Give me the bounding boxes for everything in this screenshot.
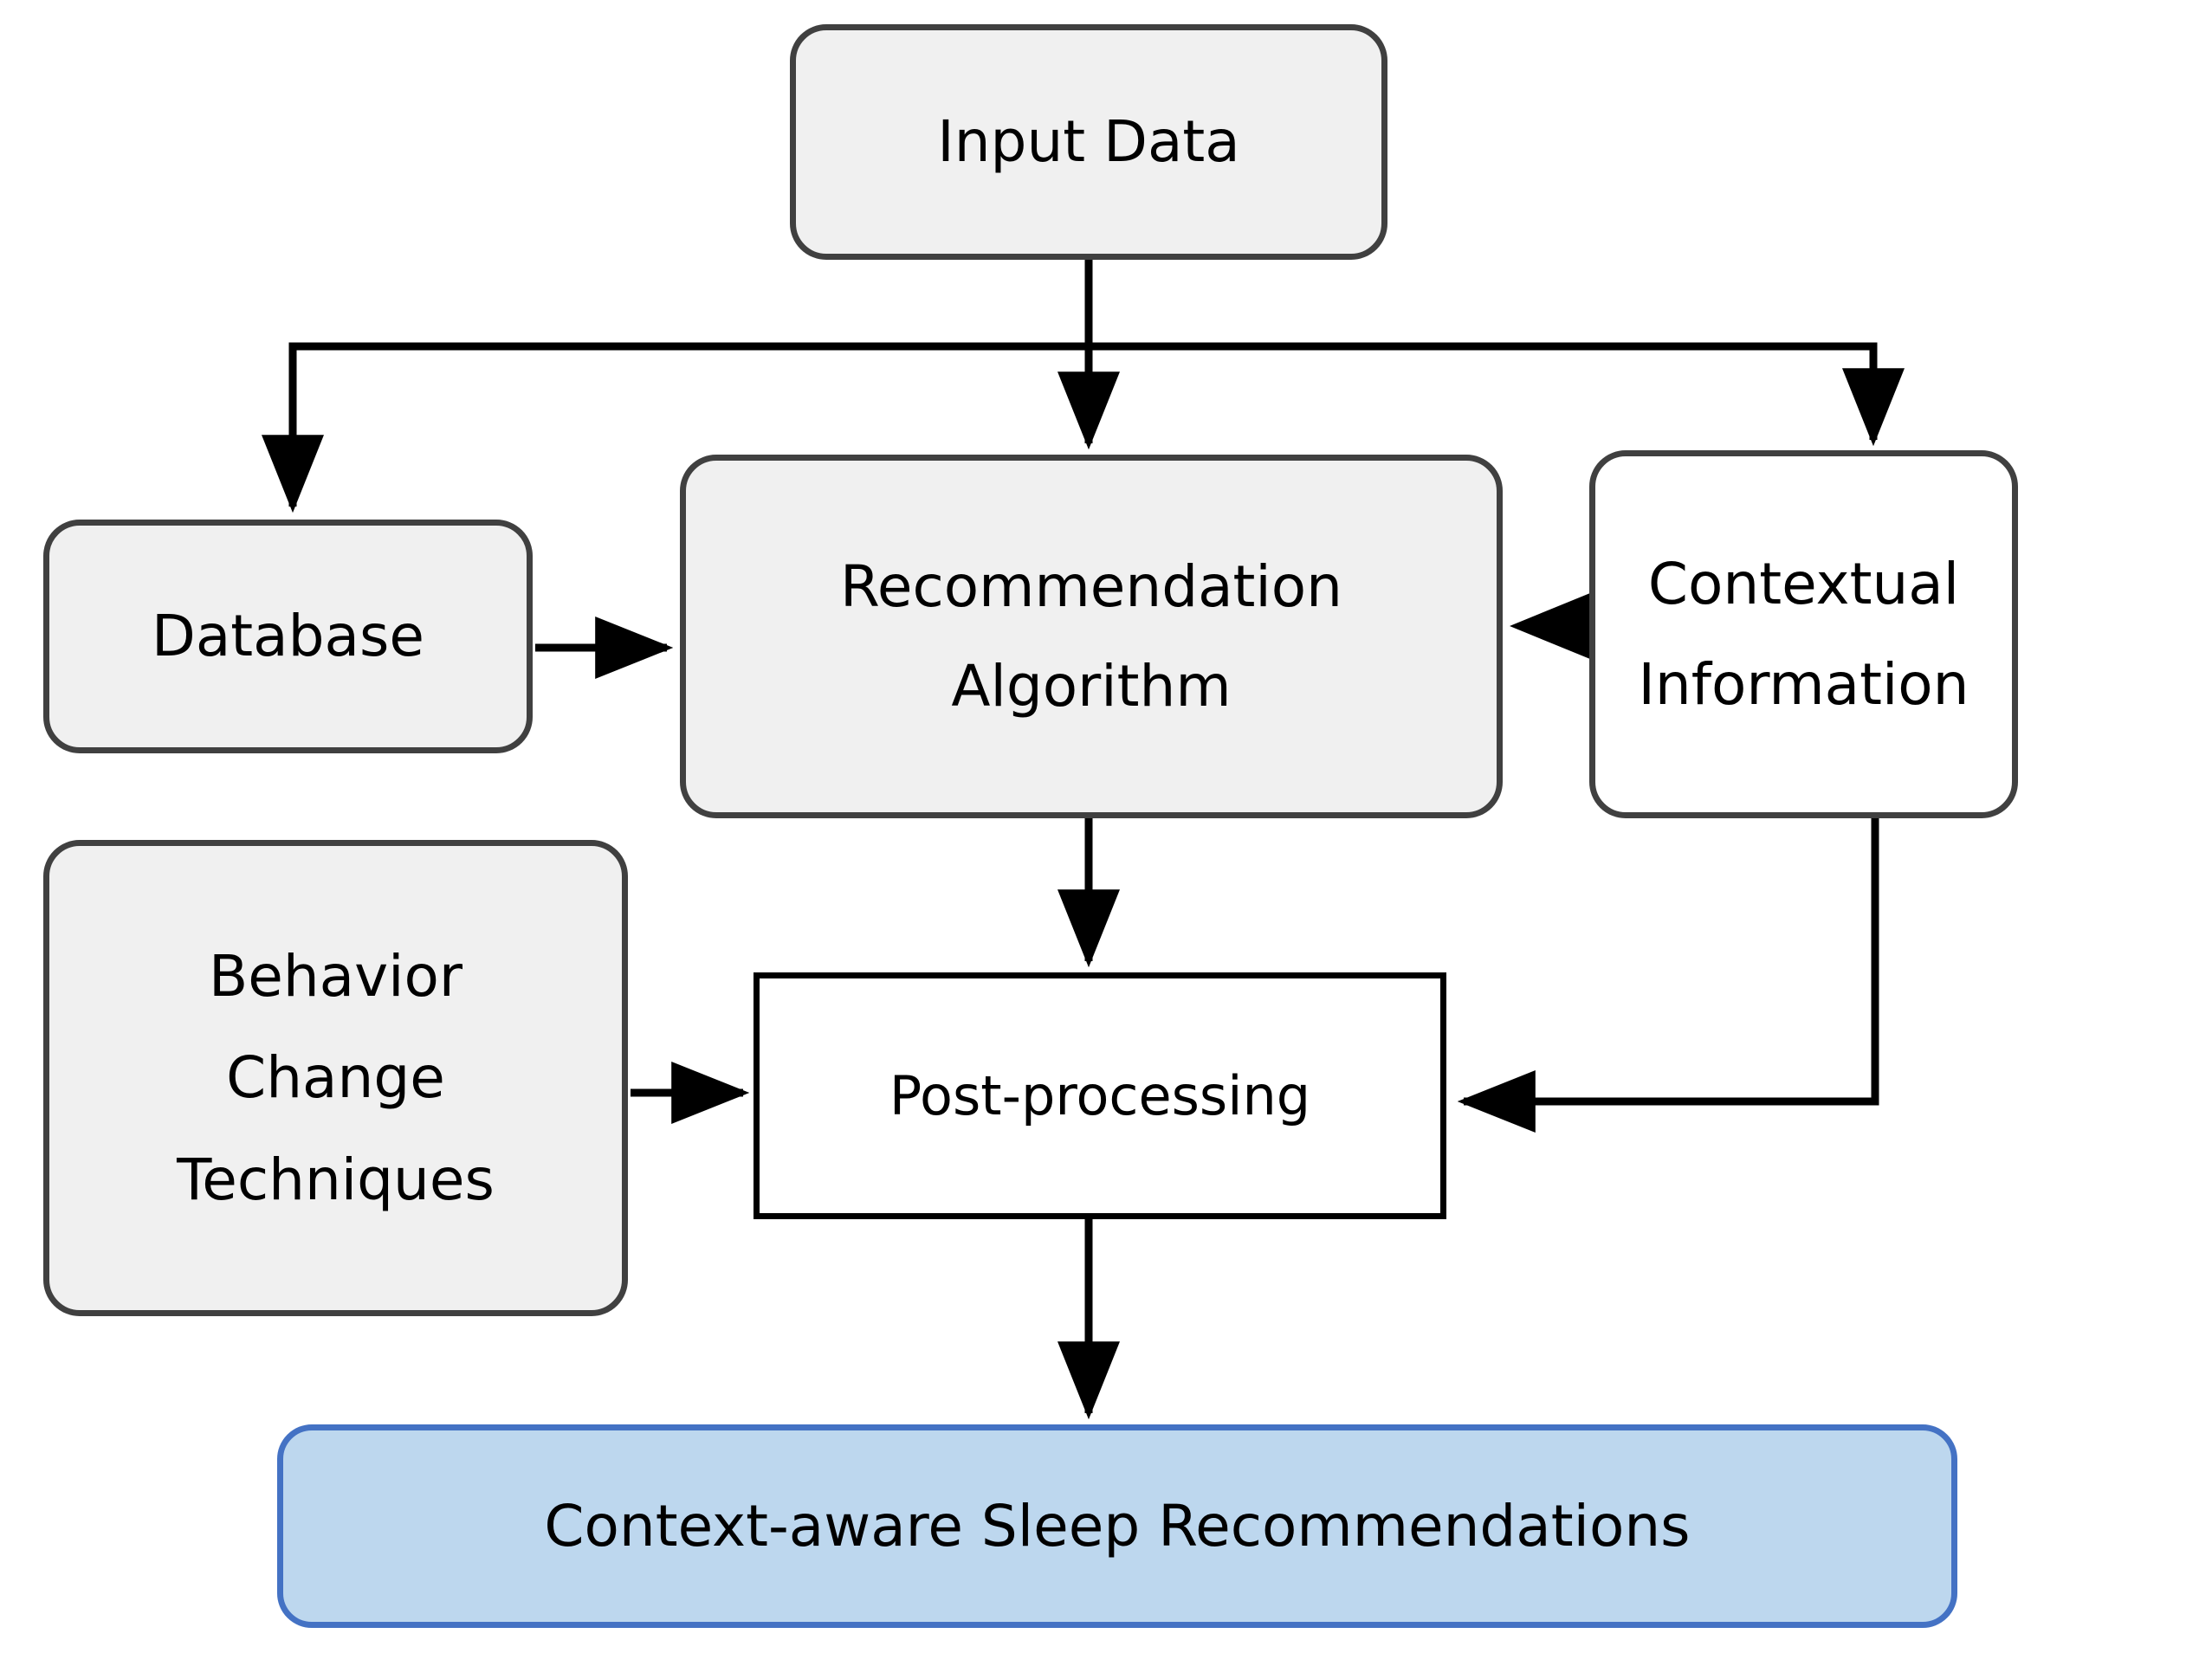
node-database[interactable]: Database — [43, 520, 533, 753]
node-recommendation-algorithm-label: Recommendation Algorithm — [840, 552, 1342, 720]
node-recommendation-algorithm[interactable]: Recommendation Algorithm — [680, 455, 1503, 818]
node-post-processing[interactable]: Post-processing — [754, 972, 1446, 1219]
node-behavior-change-techniques-label: Behavior Change Techniques — [177, 942, 495, 1213]
edge-contextual-information-to-post-processing — [1457, 818, 1879, 1133]
node-database-label: Database — [152, 603, 424, 670]
node-context-aware-sleep-recommendations[interactable]: Context-aware Sleep Recommendations — [277, 1424, 1957, 1628]
node-post-processing-label: Post-processing — [889, 1063, 1311, 1127]
node-context-aware-sleep-recommendations-label: Context-aware Sleep Recommendations — [544, 1492, 1691, 1559]
node-behavior-change-techniques[interactable]: Behavior Change Techniques — [43, 840, 628, 1316]
node-input-data-label: Input Data — [937, 108, 1240, 176]
node-contextual-information-label: Contextual Information — [1638, 551, 1969, 718]
node-input-data[interactable]: Input Data — [790, 24, 1387, 260]
node-contextual-information[interactable]: Contextual Information — [1589, 450, 2018, 818]
edge-input-to-contextual-information — [1089, 342, 1905, 447]
